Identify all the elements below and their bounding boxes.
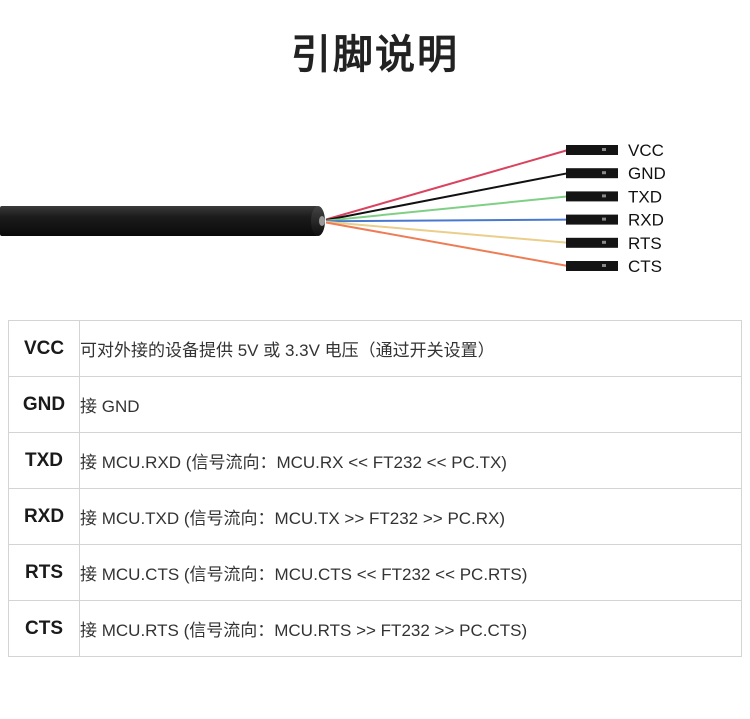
wire-rts xyxy=(325,220,569,244)
pin-description: 可对外接的设备提供 5V 或 3.3V 电压（通过开关设置） xyxy=(79,320,742,377)
dupont-connector xyxy=(566,191,618,202)
table-row: GND 接 GND xyxy=(8,376,742,433)
pin-name: TXD xyxy=(8,432,80,489)
wire-rxd xyxy=(325,218,569,223)
wire-txd xyxy=(325,195,569,222)
table-row: RXD 接 MCU.TXD (信号流向：MCU.TX >> FT232 >> P… xyxy=(8,488,742,545)
page-title: 引脚说明 xyxy=(291,32,459,78)
connector-latch xyxy=(602,240,606,244)
table-row: TXD 接 MCU.RXD (信号流向：MCU.RX << FT232 << P… xyxy=(8,432,742,489)
dupont-connector xyxy=(566,237,618,248)
pin-name: CTS xyxy=(8,600,80,657)
dupont-connector xyxy=(566,214,618,225)
table-row: VCC 可对外接的设备提供 5V 或 3.3V 电压（通过开关设置） xyxy=(8,320,742,377)
wire-label-rxd: RXD xyxy=(628,211,664,230)
connector-latch xyxy=(602,217,606,221)
cable-end xyxy=(311,206,325,236)
pin-name: GND xyxy=(8,376,80,433)
dupont-connector xyxy=(566,261,618,271)
connector-latch xyxy=(602,171,606,175)
wire-label-cts: CTS xyxy=(628,257,662,276)
table-row: RTS 接 MCU.CTS (信号流向：MCU.CTS << FT232 << … xyxy=(8,544,742,601)
pin-description: 接 MCU.RTS (信号流向：MCU.RTS >> FT232 >> PC.C… xyxy=(79,600,742,657)
pin-name: VCC xyxy=(8,320,80,377)
pin-description: 接 MCU.CTS (信号流向：MCU.CTS << FT232 << PC.R… xyxy=(79,544,742,601)
connector-latch xyxy=(602,148,606,151)
pin-description: 接 MCU.TXD (信号流向：MCU.TX >> FT232 >> PC.RX… xyxy=(79,488,742,545)
connector-latch xyxy=(602,264,606,267)
wire-label-gnd: GND xyxy=(628,164,666,183)
dupont-connector xyxy=(566,145,618,155)
wire-vcc xyxy=(325,149,569,221)
wire-label-vcc: VCC xyxy=(628,141,664,160)
cable-core xyxy=(319,216,325,226)
wire-label-txd: TXD xyxy=(628,187,662,206)
connector-latch xyxy=(602,194,606,198)
cable-jacket xyxy=(0,206,318,236)
pin-description: 接 GND xyxy=(79,376,742,433)
wire-gnd xyxy=(325,172,569,222)
pin-table: VCC 可对外接的设备提供 5V 或 3.3V 电压（通过开关设置） GND 接… xyxy=(8,320,742,657)
pin-description: 接 MCU.RXD (信号流向：MCU.RX << FT232 << PC.TX… xyxy=(79,432,742,489)
pin-name: RXD xyxy=(8,488,80,545)
dupont-connector xyxy=(566,168,618,179)
pin-name: RTS xyxy=(8,544,80,601)
cable-diagram: VCC GND TXD RXD RTS CTS xyxy=(0,141,666,276)
wire-label-rts: RTS xyxy=(628,234,662,253)
table-row: CTS 接 MCU.RTS (信号流向：MCU.RTS >> FT232 >> … xyxy=(8,600,742,657)
wire-cts xyxy=(325,221,569,267)
